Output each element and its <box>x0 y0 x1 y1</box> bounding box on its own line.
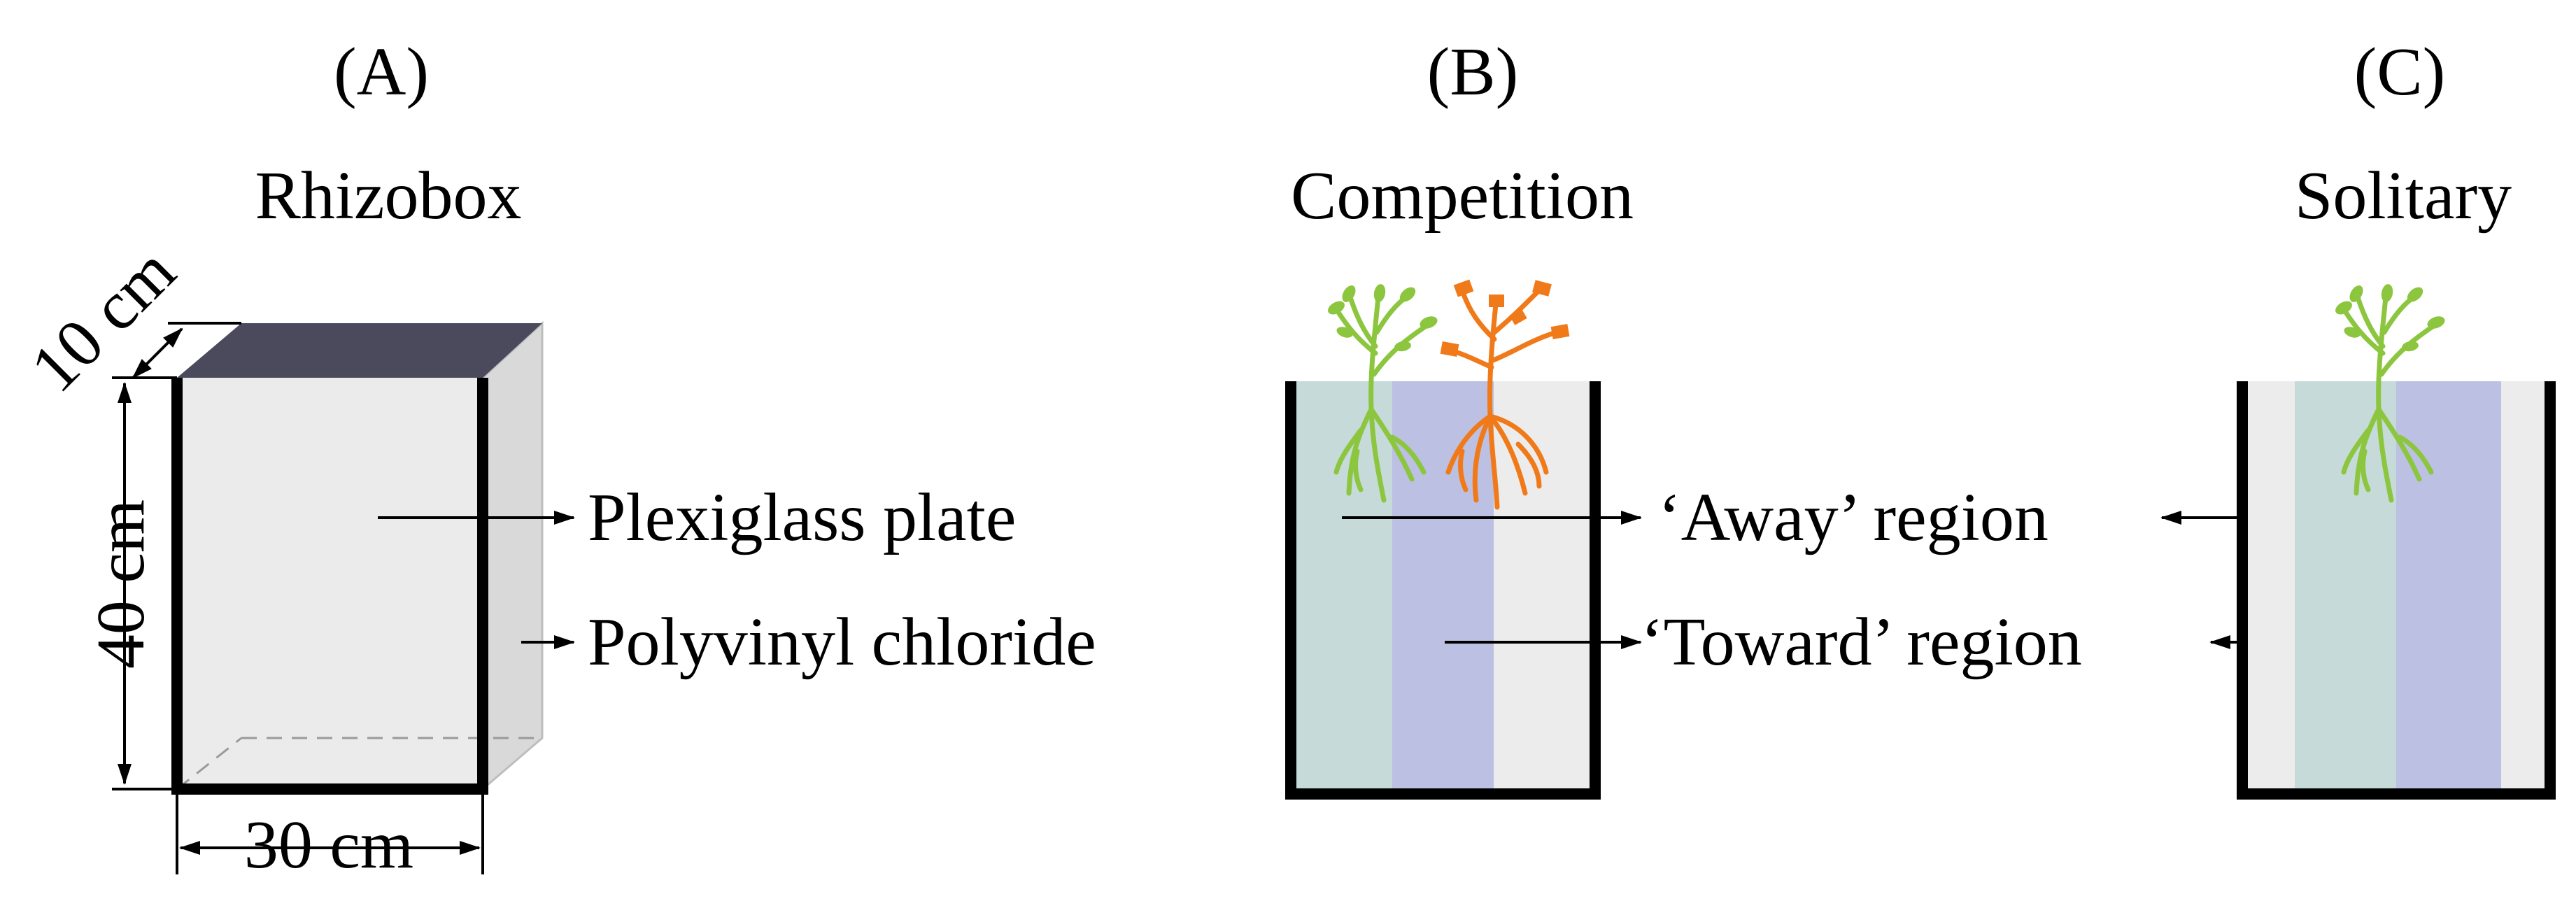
rhizobox-front-face <box>177 378 483 789</box>
solitary-box-frame <box>2237 381 2556 800</box>
competition-box-frame <box>1285 381 1601 800</box>
panel-a-letter: (A) <box>334 34 429 110</box>
rhizobox-frame <box>171 378 488 795</box>
solitary-left-neutral-zone <box>2242 381 2295 794</box>
away-region-label: ‘Away’ region <box>1658 480 2048 555</box>
solitary-box <box>2237 381 2556 800</box>
rhizobox-3d <box>171 320 544 795</box>
wall-callout-label: Polyvinyl chloride <box>588 604 1096 680</box>
panel-a-title: Rhizobox <box>255 158 521 234</box>
solitary-away-zone <box>2295 381 2396 794</box>
depth-label: 10 cm <box>17 234 190 407</box>
rhizobox-hidden-edge <box>176 737 242 790</box>
width-label: 30 cm <box>244 807 413 883</box>
panel-c-letter: (C) <box>2354 34 2446 110</box>
panel-b-letter: (B) <box>1427 34 1519 110</box>
solitary-right-neutral-zone <box>2501 381 2550 794</box>
height-label: 40 cm <box>83 499 159 669</box>
depth-dimension-line <box>132 327 183 379</box>
competition-away-zone <box>1291 381 1392 794</box>
panel-c-title: Solitary <box>2295 158 2512 234</box>
competition-box <box>1285 381 1601 800</box>
toward-region-label: ‘Toward’ region <box>1641 604 2082 680</box>
panel-b-title: Competition <box>1291 158 1634 234</box>
rhizobox-side-wall <box>481 320 544 792</box>
rhizobox-top <box>177 323 542 378</box>
plate-callout-label: Plexiglass plate <box>588 480 1016 555</box>
